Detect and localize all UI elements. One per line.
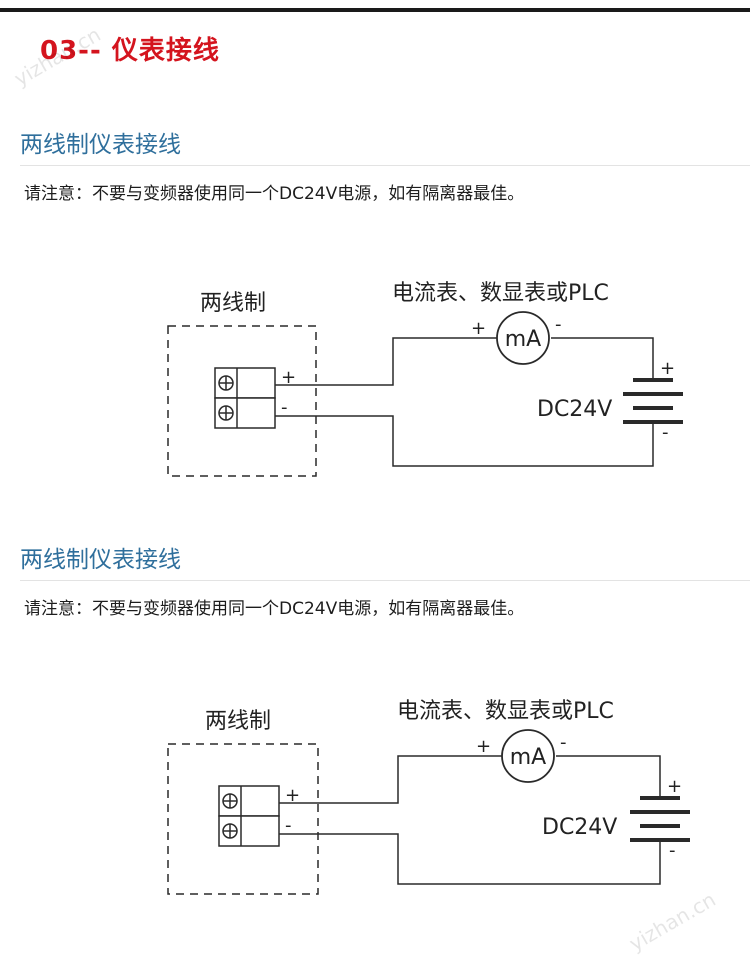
wire-negative bbox=[279, 833, 661, 885]
device-label: 两线制 bbox=[205, 709, 271, 734]
device-boundary bbox=[167, 325, 317, 477]
meter-label: 电流表、数显表或PLC bbox=[397, 699, 614, 724]
device-boundary bbox=[167, 743, 319, 895]
terminal-plus-label: + bbox=[281, 367, 296, 388]
wire-positive bbox=[279, 755, 502, 804]
terminal-block bbox=[214, 367, 276, 429]
screw-icon bbox=[218, 375, 234, 391]
supply-plus-label: + bbox=[667, 776, 682, 797]
meter-minus-label: - bbox=[555, 314, 562, 335]
ammeter-icon bbox=[501, 729, 555, 783]
screw-icon bbox=[222, 823, 238, 839]
section-note: 请注意：不要与变频器使用同一个DC24V电源，如有隔离器最佳。 bbox=[24, 599, 525, 619]
section-divider bbox=[20, 580, 750, 581]
meter-plus-label: + bbox=[476, 736, 491, 757]
terminal-minus-label: - bbox=[285, 815, 292, 836]
meter-symbol: mA bbox=[505, 327, 541, 352]
page-title: 03-- 仪表接线 bbox=[40, 36, 220, 66]
wire-positive bbox=[275, 337, 497, 386]
supply-minus-label: - bbox=[662, 422, 669, 443]
wire-meter-to-supply bbox=[556, 755, 661, 798]
supply-plus-label: + bbox=[660, 358, 675, 379]
section-note: 请注意：不要与变频器使用同一个DC24V电源，如有隔离器最佳。 bbox=[24, 184, 525, 204]
supply-label: DC24V bbox=[537, 397, 612, 422]
top-rule bbox=[0, 8, 750, 12]
terminal-block bbox=[218, 785, 280, 847]
section-divider bbox=[20, 165, 750, 166]
terminal-plus-label: + bbox=[285, 785, 300, 806]
screw-icon bbox=[218, 405, 234, 421]
meter-minus-label: - bbox=[560, 732, 567, 753]
ammeter-icon bbox=[496, 311, 550, 365]
section-heading: 两线制仪表接线 bbox=[20, 547, 181, 573]
supply-label: DC24V bbox=[542, 815, 617, 840]
section-heading: 两线制仪表接线 bbox=[20, 132, 181, 158]
meter-plus-label: + bbox=[471, 318, 486, 339]
terminal-minus-label: - bbox=[281, 397, 288, 418]
device-label: 两线制 bbox=[200, 291, 266, 316]
wire-negative bbox=[275, 415, 654, 467]
meter-symbol: mA bbox=[510, 745, 546, 770]
supply-minus-label: - bbox=[669, 840, 676, 861]
meter-label: 电流表、数显表或PLC bbox=[392, 281, 609, 306]
wire-meter-to-supply bbox=[551, 337, 654, 380]
screw-icon bbox=[222, 793, 238, 809]
battery-icon bbox=[623, 378, 683, 424]
battery-icon bbox=[630, 796, 690, 842]
